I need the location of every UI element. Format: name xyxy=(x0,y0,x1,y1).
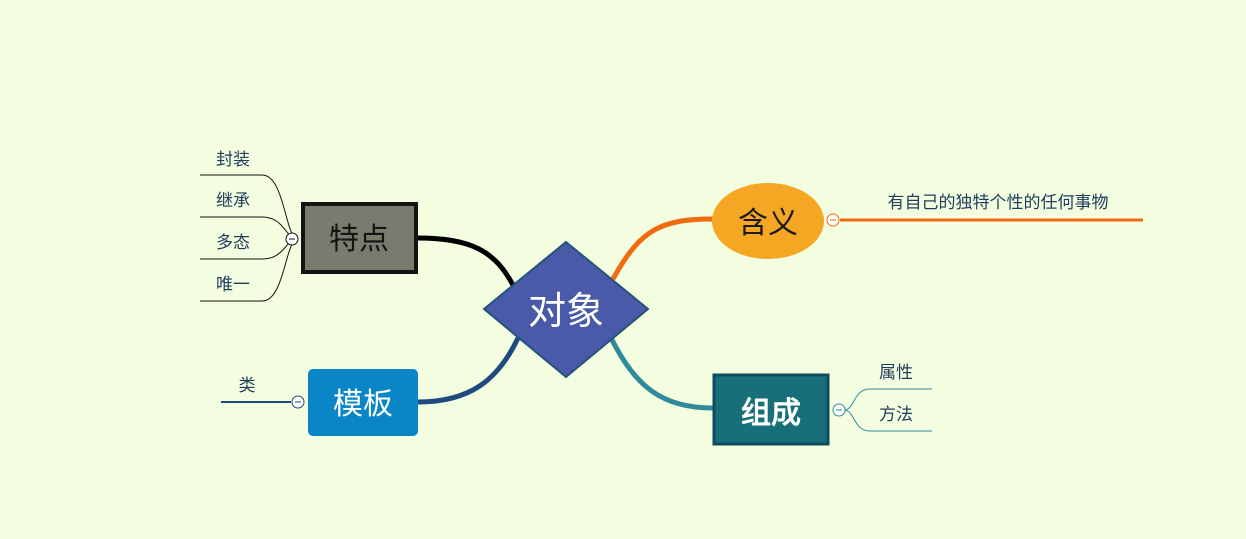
topic-meaning-label: 含义 xyxy=(738,206,798,241)
meaning-collapse-button[interactable] xyxy=(826,213,840,227)
leaf-template-0[interactable]: 类 xyxy=(239,376,256,396)
leaf-features-0[interactable]: 封装 xyxy=(216,150,250,170)
connector-composition xyxy=(608,336,714,411)
leaf-features-2[interactable]: 多态 xyxy=(216,233,250,253)
composition-collapse-button[interactable] xyxy=(832,403,846,417)
topic-composition-label: 组成 xyxy=(741,396,801,431)
connector-meaning xyxy=(610,216,714,281)
leaf-features-1[interactable]: 继承 xyxy=(216,191,250,211)
topic-template[interactable]: 模板 xyxy=(308,369,418,436)
central-node[interactable]: 对象 xyxy=(482,240,650,379)
composition-bracket xyxy=(843,388,932,432)
features-collapse-button[interactable] xyxy=(285,232,299,246)
connector-template xyxy=(417,336,521,405)
topic-features-label: 特点 xyxy=(329,222,389,257)
leaf-composition-0[interactable]: 属性 xyxy=(879,363,913,383)
central-node-label: 对象 xyxy=(528,289,604,333)
leaf-features-3[interactable]: 唯一 xyxy=(216,275,250,295)
features-bracket xyxy=(200,174,299,302)
topic-features[interactable]: 特点 xyxy=(301,202,418,274)
topic-composition[interactable]: 组成 xyxy=(712,373,830,446)
topic-meaning[interactable]: 含义 xyxy=(712,183,824,259)
connector-features xyxy=(416,235,517,289)
topic-template-label: 模板 xyxy=(333,387,393,422)
template-collapse-button[interactable] xyxy=(291,395,305,409)
leaf-composition-1[interactable]: 方法 xyxy=(879,405,913,425)
leaf-meaning-0[interactable]: 有自己的独特个性的任何事物 xyxy=(888,193,1109,213)
